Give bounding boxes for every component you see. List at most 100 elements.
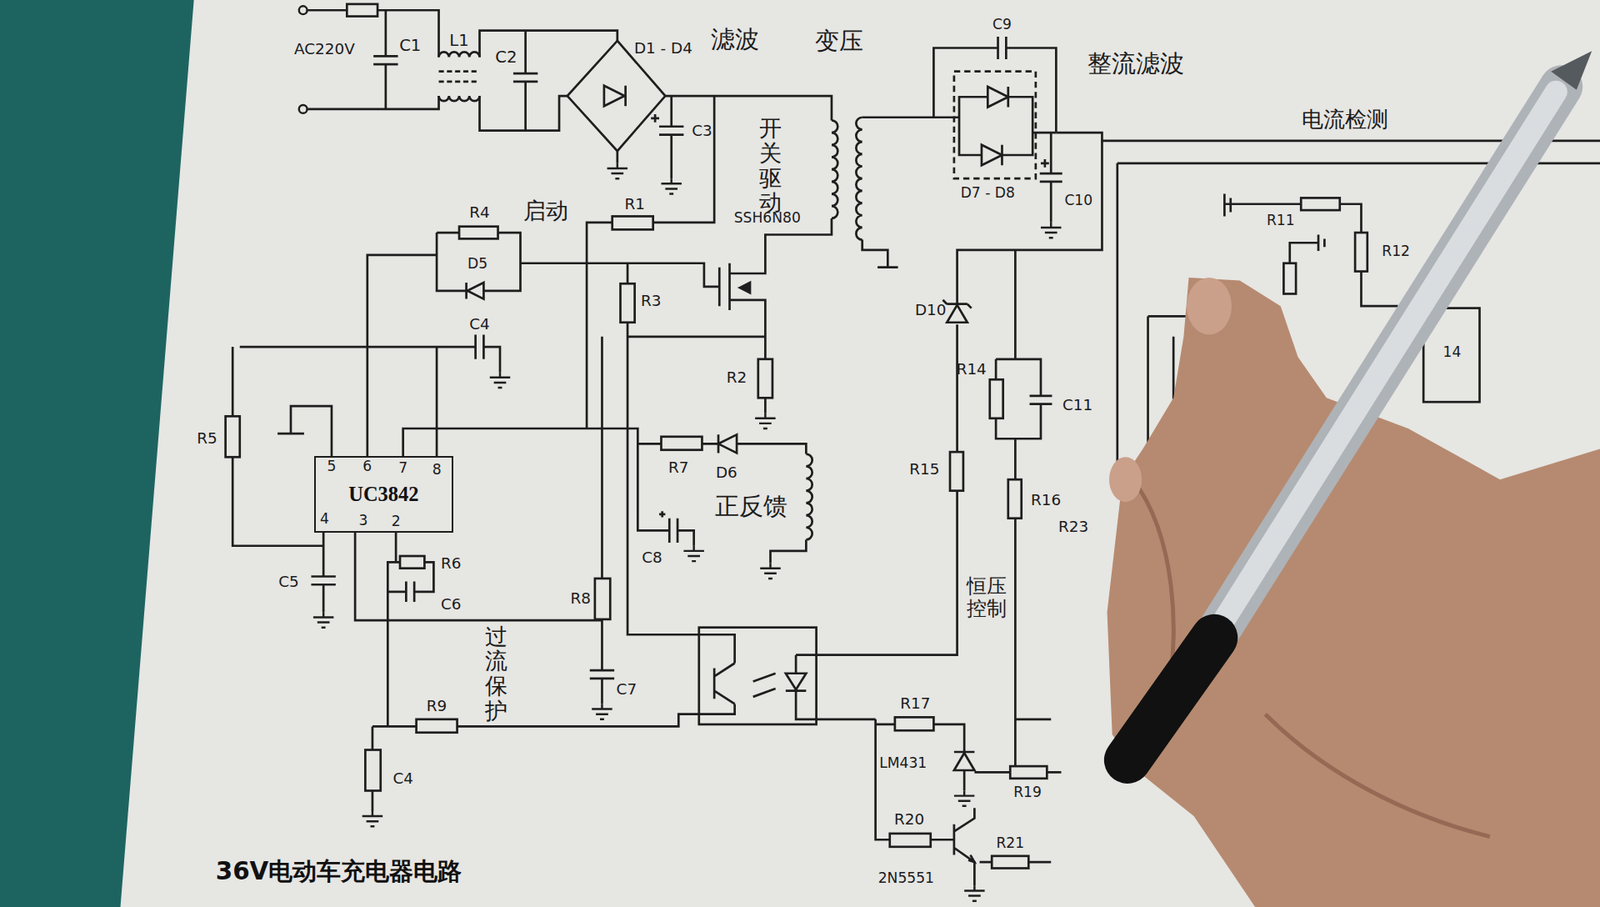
terminals xyxy=(299,5,308,114)
part-label: R20 xyxy=(894,810,925,828)
schematic-path xyxy=(604,85,626,106)
part-label: 2 xyxy=(391,513,401,530)
schematic-rect xyxy=(758,359,773,399)
schematic-rect xyxy=(416,719,458,733)
schematic-rect xyxy=(1355,232,1368,272)
schematic-path xyxy=(637,443,694,545)
part-label: R17 xyxy=(900,695,930,712)
schematic-rect xyxy=(895,716,935,730)
schematic-line xyxy=(1127,637,1215,760)
section-label: 恒压控制 xyxy=(966,575,1008,620)
paper-sheet xyxy=(120,0,1600,907)
section-label: 滤波 xyxy=(710,25,760,52)
schematic-path xyxy=(520,218,831,360)
ic-name: UC3842 xyxy=(348,482,419,506)
schematic-rect xyxy=(950,451,964,491)
part-label: 8 xyxy=(432,461,442,478)
schematic-path xyxy=(981,86,1009,165)
part-label: R2 xyxy=(726,369,747,386)
part-label: 2N5551 xyxy=(878,869,935,885)
schematic-rect xyxy=(459,226,499,240)
schematic-use xyxy=(954,790,975,805)
schematic-path xyxy=(1040,132,1063,223)
section-label: 变压 xyxy=(815,27,864,55)
part-label: R15 xyxy=(909,460,940,478)
schematic-path xyxy=(373,10,398,110)
section-label: 正反馈 xyxy=(715,492,788,520)
section-label: 开关驱动 xyxy=(748,115,794,215)
part-label: L1 xyxy=(449,31,469,50)
part-label: C7 xyxy=(616,680,638,698)
part-label: C8 xyxy=(641,549,663,566)
schematic-use xyxy=(591,703,612,719)
part-label: 14 xyxy=(1443,344,1462,360)
schematic-use xyxy=(1040,222,1061,238)
hand xyxy=(1107,277,1600,907)
part-label: R9 xyxy=(426,697,447,715)
schematic-path xyxy=(740,282,750,293)
part-label: LM431 xyxy=(879,755,927,771)
schematic-ellipse xyxy=(1109,456,1142,502)
part-label: R14 xyxy=(956,360,987,378)
part-label: R3 xyxy=(640,292,661,310)
part-label: C9 xyxy=(992,16,1012,33)
schematic-rect xyxy=(954,71,1036,180)
part-label: D1 - D4 xyxy=(634,39,693,56)
schematic-line xyxy=(1219,91,1556,628)
part-label: R5 xyxy=(196,430,217,447)
schematic-rect xyxy=(225,415,240,457)
part-label: C2 xyxy=(495,48,517,67)
diagram-caption: 36V电动车充电器电路 xyxy=(215,855,463,889)
section-label: 整流滤波 xyxy=(1087,50,1185,77)
schematic-path xyxy=(277,405,332,456)
schematic-path xyxy=(367,232,521,456)
part-label: 7 xyxy=(398,459,408,475)
schematic-path xyxy=(785,490,958,720)
schematic-polygon xyxy=(1107,277,1600,907)
part-label: R4 xyxy=(469,203,490,220)
part-label: D10 xyxy=(915,301,947,319)
schematic-use xyxy=(755,413,775,429)
part-label: AC220V xyxy=(294,40,355,58)
part-label: 4 xyxy=(320,510,330,526)
schematic-circle xyxy=(299,105,308,114)
part-label: 5 xyxy=(327,458,337,475)
schematic-path xyxy=(875,724,975,791)
schematic-path xyxy=(968,855,975,863)
schematic-circle xyxy=(299,5,308,15)
schematic-path xyxy=(974,518,1061,773)
schematic-use xyxy=(607,163,628,179)
part-label: SSH6N80 xyxy=(734,209,801,225)
ic-chip-box: UC3842 xyxy=(314,455,454,533)
schematic-path xyxy=(305,10,439,110)
schematic-path xyxy=(513,30,538,131)
schematic-path xyxy=(933,96,1056,155)
part-label: R7 xyxy=(668,458,689,475)
schematic-use xyxy=(964,885,985,900)
part-label: R6 xyxy=(440,554,461,571)
schematic-path xyxy=(714,663,775,705)
schematic-ellipse xyxy=(1186,277,1232,335)
part-label: R12 xyxy=(1381,243,1410,260)
schematic-rect xyxy=(1010,765,1047,779)
part-label: C11 xyxy=(1062,396,1093,414)
schematic-path xyxy=(831,120,838,218)
ground-symbols xyxy=(313,163,1062,901)
schematic-rect xyxy=(612,215,654,230)
part-label: R21 xyxy=(995,834,1025,850)
schematic-use xyxy=(313,611,334,627)
part-label: R16 xyxy=(1030,491,1061,509)
part-label: R23 xyxy=(1058,517,1089,535)
part-label: D5 xyxy=(467,255,488,271)
schematic-rect xyxy=(699,627,817,725)
schematic-rect xyxy=(400,555,425,569)
schematic-path xyxy=(942,132,1102,452)
schematic-path xyxy=(855,117,862,240)
part-label: C6 xyxy=(440,595,462,612)
schematic-path xyxy=(439,95,480,101)
schematic-use xyxy=(490,372,510,388)
part-label: R19 xyxy=(1013,783,1042,800)
